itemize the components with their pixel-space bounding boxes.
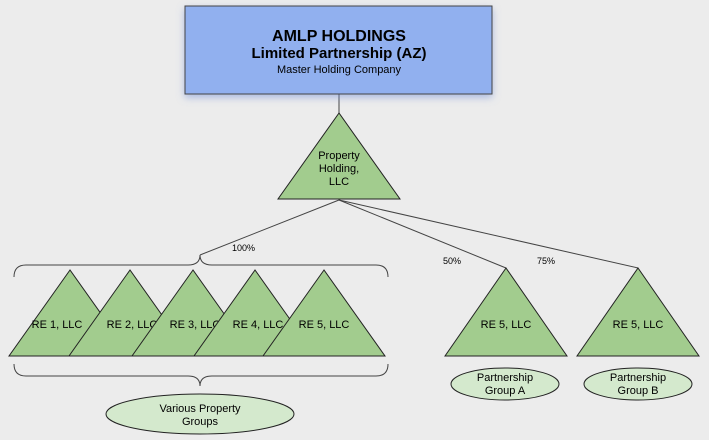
entity-group-a: RE 5, LLC xyxy=(444,267,568,357)
entity-triangle xyxy=(262,269,386,357)
entity-triangle xyxy=(444,267,568,357)
oval-partnership-group-b: Partnership Group B xyxy=(583,367,693,401)
percent-group-a: 50% xyxy=(443,256,461,266)
entity-label: RE 5, LLC xyxy=(481,319,532,331)
oval-label-1: Partnership xyxy=(477,372,533,384)
property-holding-label-1: Property xyxy=(318,150,360,162)
header-subtitle: Limited Partnership (AZ) xyxy=(251,45,426,62)
percent-group-b: 75% xyxy=(537,256,555,266)
entity-label: RE 3, LLC xyxy=(170,319,221,331)
connector-holding-to-group-a xyxy=(338,199,507,269)
property-holding-label-3: LLC xyxy=(329,176,349,188)
oval-partnership-group-a: Partnership Group A xyxy=(450,367,560,401)
entity-label: RE 5, LLC xyxy=(613,319,664,331)
oval-label-2: Group A xyxy=(485,385,526,397)
entity-re-5: RE 5, LLC xyxy=(262,269,386,357)
oval-shape xyxy=(583,367,693,401)
oval-shape xyxy=(450,367,560,401)
oval-label-1: Partnership xyxy=(610,372,666,384)
connector-holding-to-group-b xyxy=(338,199,639,269)
property-holding-node xyxy=(277,112,401,200)
oval-label-2: Groups xyxy=(182,416,219,428)
entity-triangle xyxy=(576,267,700,357)
property-holding-label-2: Holding, xyxy=(319,163,359,175)
header-caption: Master Holding Company xyxy=(277,64,402,76)
entity-label: RE 5, LLC xyxy=(299,319,350,331)
header-title: AMLP HOLDINGS xyxy=(272,28,406,45)
oval-label-1: Various Property xyxy=(159,403,241,415)
connector-holding-to-various xyxy=(199,199,340,256)
entity-label: RE 1, LLC xyxy=(32,319,83,331)
oval-shape xyxy=(105,393,295,435)
header-box xyxy=(184,5,493,95)
entity-label: RE 2, LLC xyxy=(107,319,158,331)
oval-label-2: Group B xyxy=(618,385,659,397)
top-brace xyxy=(13,254,389,278)
bottom-brace xyxy=(13,363,389,387)
oval-various-property-groups: Various Property Groups xyxy=(105,393,295,435)
percent-various: 100% xyxy=(232,243,255,253)
entity-group-b: RE 5, LLC xyxy=(576,267,700,357)
entity-label: RE 4, LLC xyxy=(233,319,284,331)
